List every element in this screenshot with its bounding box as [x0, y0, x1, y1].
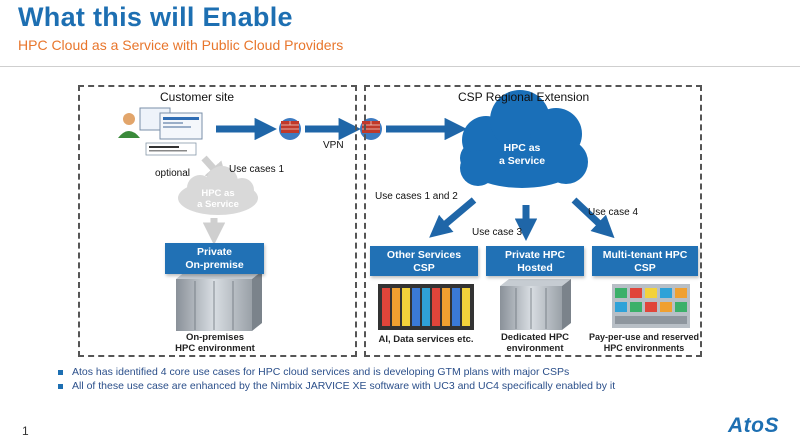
atos-logo: AtoS [728, 414, 779, 437]
private-onpremise-box: Private On-premise [165, 243, 264, 274]
use-cases-1-label: Use cases 1 [229, 164, 285, 175]
optional-label: optional [155, 168, 191, 179]
use-cases-12-label: Use cases 1 and 2 [375, 191, 458, 202]
customer-site-box [78, 85, 357, 357]
private-hpc-caption-line2: environment [506, 343, 564, 354]
bullet-item: All of these use case are enhanced by th… [58, 380, 615, 394]
private-hpc-rack-image [500, 279, 571, 330]
multitenant-hpc-box: Multi-tenant HPC CSP [592, 246, 698, 276]
faded-cloud-icon [178, 166, 258, 215]
private-hpc-caption: Dedicated HPC environment [486, 332, 584, 354]
private-box-line2: On-premise [185, 259, 244, 271]
onprem-caption-line1: On-premises [185, 332, 245, 343]
other-services-box: Other Services CSP [370, 246, 478, 276]
private-box-line1: Private [196, 246, 233, 258]
private-hpc-line2: Hosted [517, 262, 553, 274]
user-icon [118, 113, 140, 138]
hpc-cloud-line1: HPC as [503, 142, 541, 154]
arrow-usecase-4 [571, 197, 615, 239]
other-services-caption-line1: AI, Data services etc. [378, 334, 474, 345]
private-hpc-box: Private HPC Hosted [486, 246, 584, 276]
page-number: 1 [22, 424, 29, 438]
onprem-caption-line2: HPC environment [175, 343, 255, 354]
multitenant-rack-image [612, 284, 690, 328]
monitor-icon [139, 107, 203, 156]
other-services-rack-image [378, 284, 474, 330]
bullet-list: Atos has identified 4 core use cases for… [58, 366, 615, 393]
hpc-cloud-label: HPC as a Service [490, 142, 554, 168]
other-services-caption: AI, Data services etc. [372, 334, 480, 345]
other-services-line2: CSP [413, 262, 435, 274]
bullet-item: Atos has identified 4 core use cases for… [58, 366, 615, 380]
multitenant-caption: Pay-per-use and reserved HPC environment… [588, 332, 700, 354]
faded-cloud-line2: a Service [197, 199, 239, 210]
slide-title: What this will Enable [18, 2, 293, 32]
faded-cloud-line1: HPC as [201, 188, 235, 199]
multitenant-caption-line1: Pay-per-use and reserved [588, 332, 700, 342]
csp-region-title: CSP Regional Extension [458, 90, 590, 104]
onprem-caption: On-premises HPC environment [160, 332, 270, 354]
private-hpc-caption-line1: Dedicated HPC [500, 332, 570, 343]
hpc-cloud-icon [460, 90, 588, 188]
header-divider [0, 66, 800, 67]
multitenant-hpc-line2: CSP [634, 262, 656, 274]
other-services-line1: Other Services [386, 249, 462, 261]
faded-cloud-label: HPC as a Service [188, 188, 248, 210]
firewall-icon [279, 118, 301, 140]
use-case-3-label: Use case 3 [472, 227, 523, 238]
customer-site-title: Customer site [160, 90, 235, 104]
vpn-label: VPN [323, 140, 344, 151]
hpc-cloud-line2: a Service [498, 155, 546, 167]
multitenant-hpc-line1: Multi-tenant HPC [602, 249, 688, 261]
private-hpc-line1: Private HPC [504, 249, 566, 261]
multitenant-caption-line2: HPC environments [603, 343, 685, 353]
arrow-usecase-12 [429, 197, 477, 238]
use-case-4-label: Use case 4 [588, 207, 639, 218]
slide-subtitle: HPC Cloud as a Service with Public Cloud… [18, 37, 344, 53]
csp-region-box [364, 85, 702, 357]
